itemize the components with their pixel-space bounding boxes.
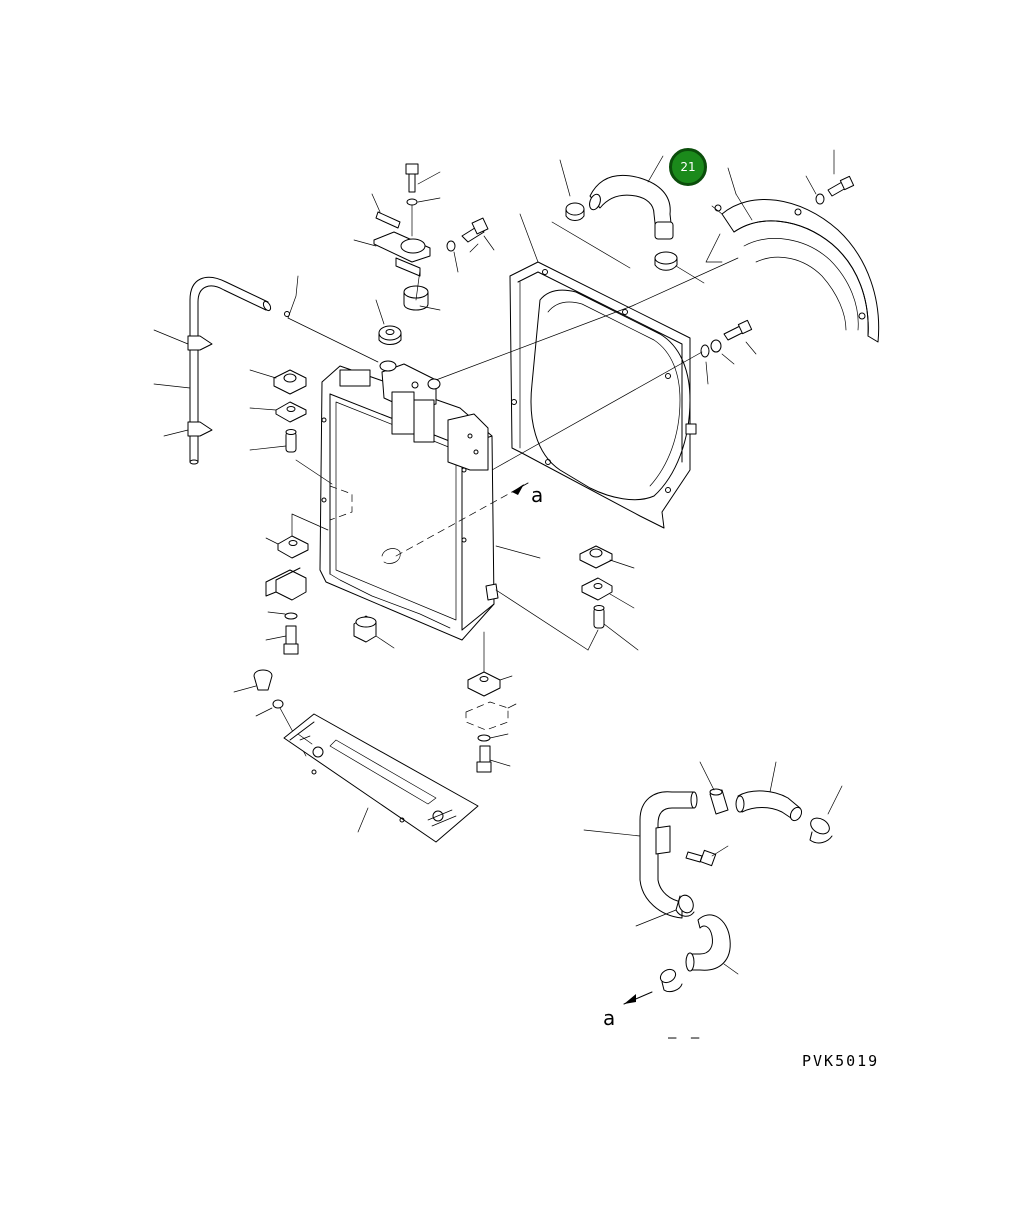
mount-sleeve-right[interactable] [587, 605, 639, 651]
view-label-a-top: a [531, 483, 544, 507]
overflow-pipe[interactable] [153, 275, 379, 465]
view-label-a-bottom: a [603, 1006, 616, 1030]
drain-cock[interactable] [353, 615, 395, 649]
fan-shroud[interactable] [435, 213, 697, 529]
view-arrow-a-bottom [623, 991, 653, 1005]
mount-pad-2[interactable] [249, 401, 307, 423]
mount-pad-3[interactable] [265, 513, 329, 559]
radiator[interactable] [319, 363, 589, 651]
top-bracket[interactable] [353, 231, 431, 301]
upper-radiator-hose[interactable] [588, 155, 674, 240]
undercover-plate[interactable] [283, 713, 479, 843]
hose-clamp-upper-right[interactable] [654, 251, 705, 284]
tube-bolt[interactable] [685, 845, 729, 867]
cap-gasket[interactable] [375, 299, 402, 345]
lower-hose-clamp-3[interactable] [635, 893, 696, 927]
mount-pad-5[interactable] [581, 577, 635, 609]
mount-pad-4[interactable] [579, 545, 635, 569]
lower-hose-clamp-4[interactable] [658, 967, 683, 993]
shroud-bolt[interactable] [491, 319, 757, 471]
part-callout-21[interactable]: 21 [669, 148, 707, 186]
hex-bolt-right[interactable] [446, 217, 495, 273]
lower-hose-clamp-1[interactable] [699, 761, 729, 815]
filler-neck-seal[interactable] [379, 360, 397, 372]
lock-washer-right[interactable] [477, 733, 509, 742]
mount-pad-6[interactable] [467, 631, 513, 697]
fan-guard-bolt[interactable] [805, 149, 855, 205]
grommet[interactable] [233, 669, 273, 693]
radiator-cap[interactable] [403, 285, 441, 311]
dash-mark: – – [668, 1030, 703, 1046]
drawing-code: PVK5019 [802, 1052, 880, 1070]
top-bolt[interactable] [405, 163, 441, 237]
lock-washer-left[interactable] [267, 611, 298, 620]
mount-bolt-left[interactable] [265, 625, 299, 655]
hose-clamp-upper-left[interactable] [551, 159, 631, 269]
side-bolt[interactable] [371, 193, 401, 229]
lower-hose-clamp-2[interactable] [808, 785, 843, 844]
mount-bracket[interactable] [265, 567, 307, 601]
lower-hose-upper[interactable] [735, 761, 804, 823]
mount-sleeve[interactable] [249, 429, 333, 485]
mount-bolt-right[interactable] [476, 745, 511, 773]
mount-bracket-right[interactable] [465, 701, 517, 731]
fan-guard[interactable] [631, 167, 880, 343]
lower-tube[interactable] [583, 791, 698, 919]
mount-pad-1[interactable] [249, 369, 307, 395]
view-arrow-a-top [329, 482, 529, 564]
lower-hose-bend[interactable] [685, 914, 739, 975]
